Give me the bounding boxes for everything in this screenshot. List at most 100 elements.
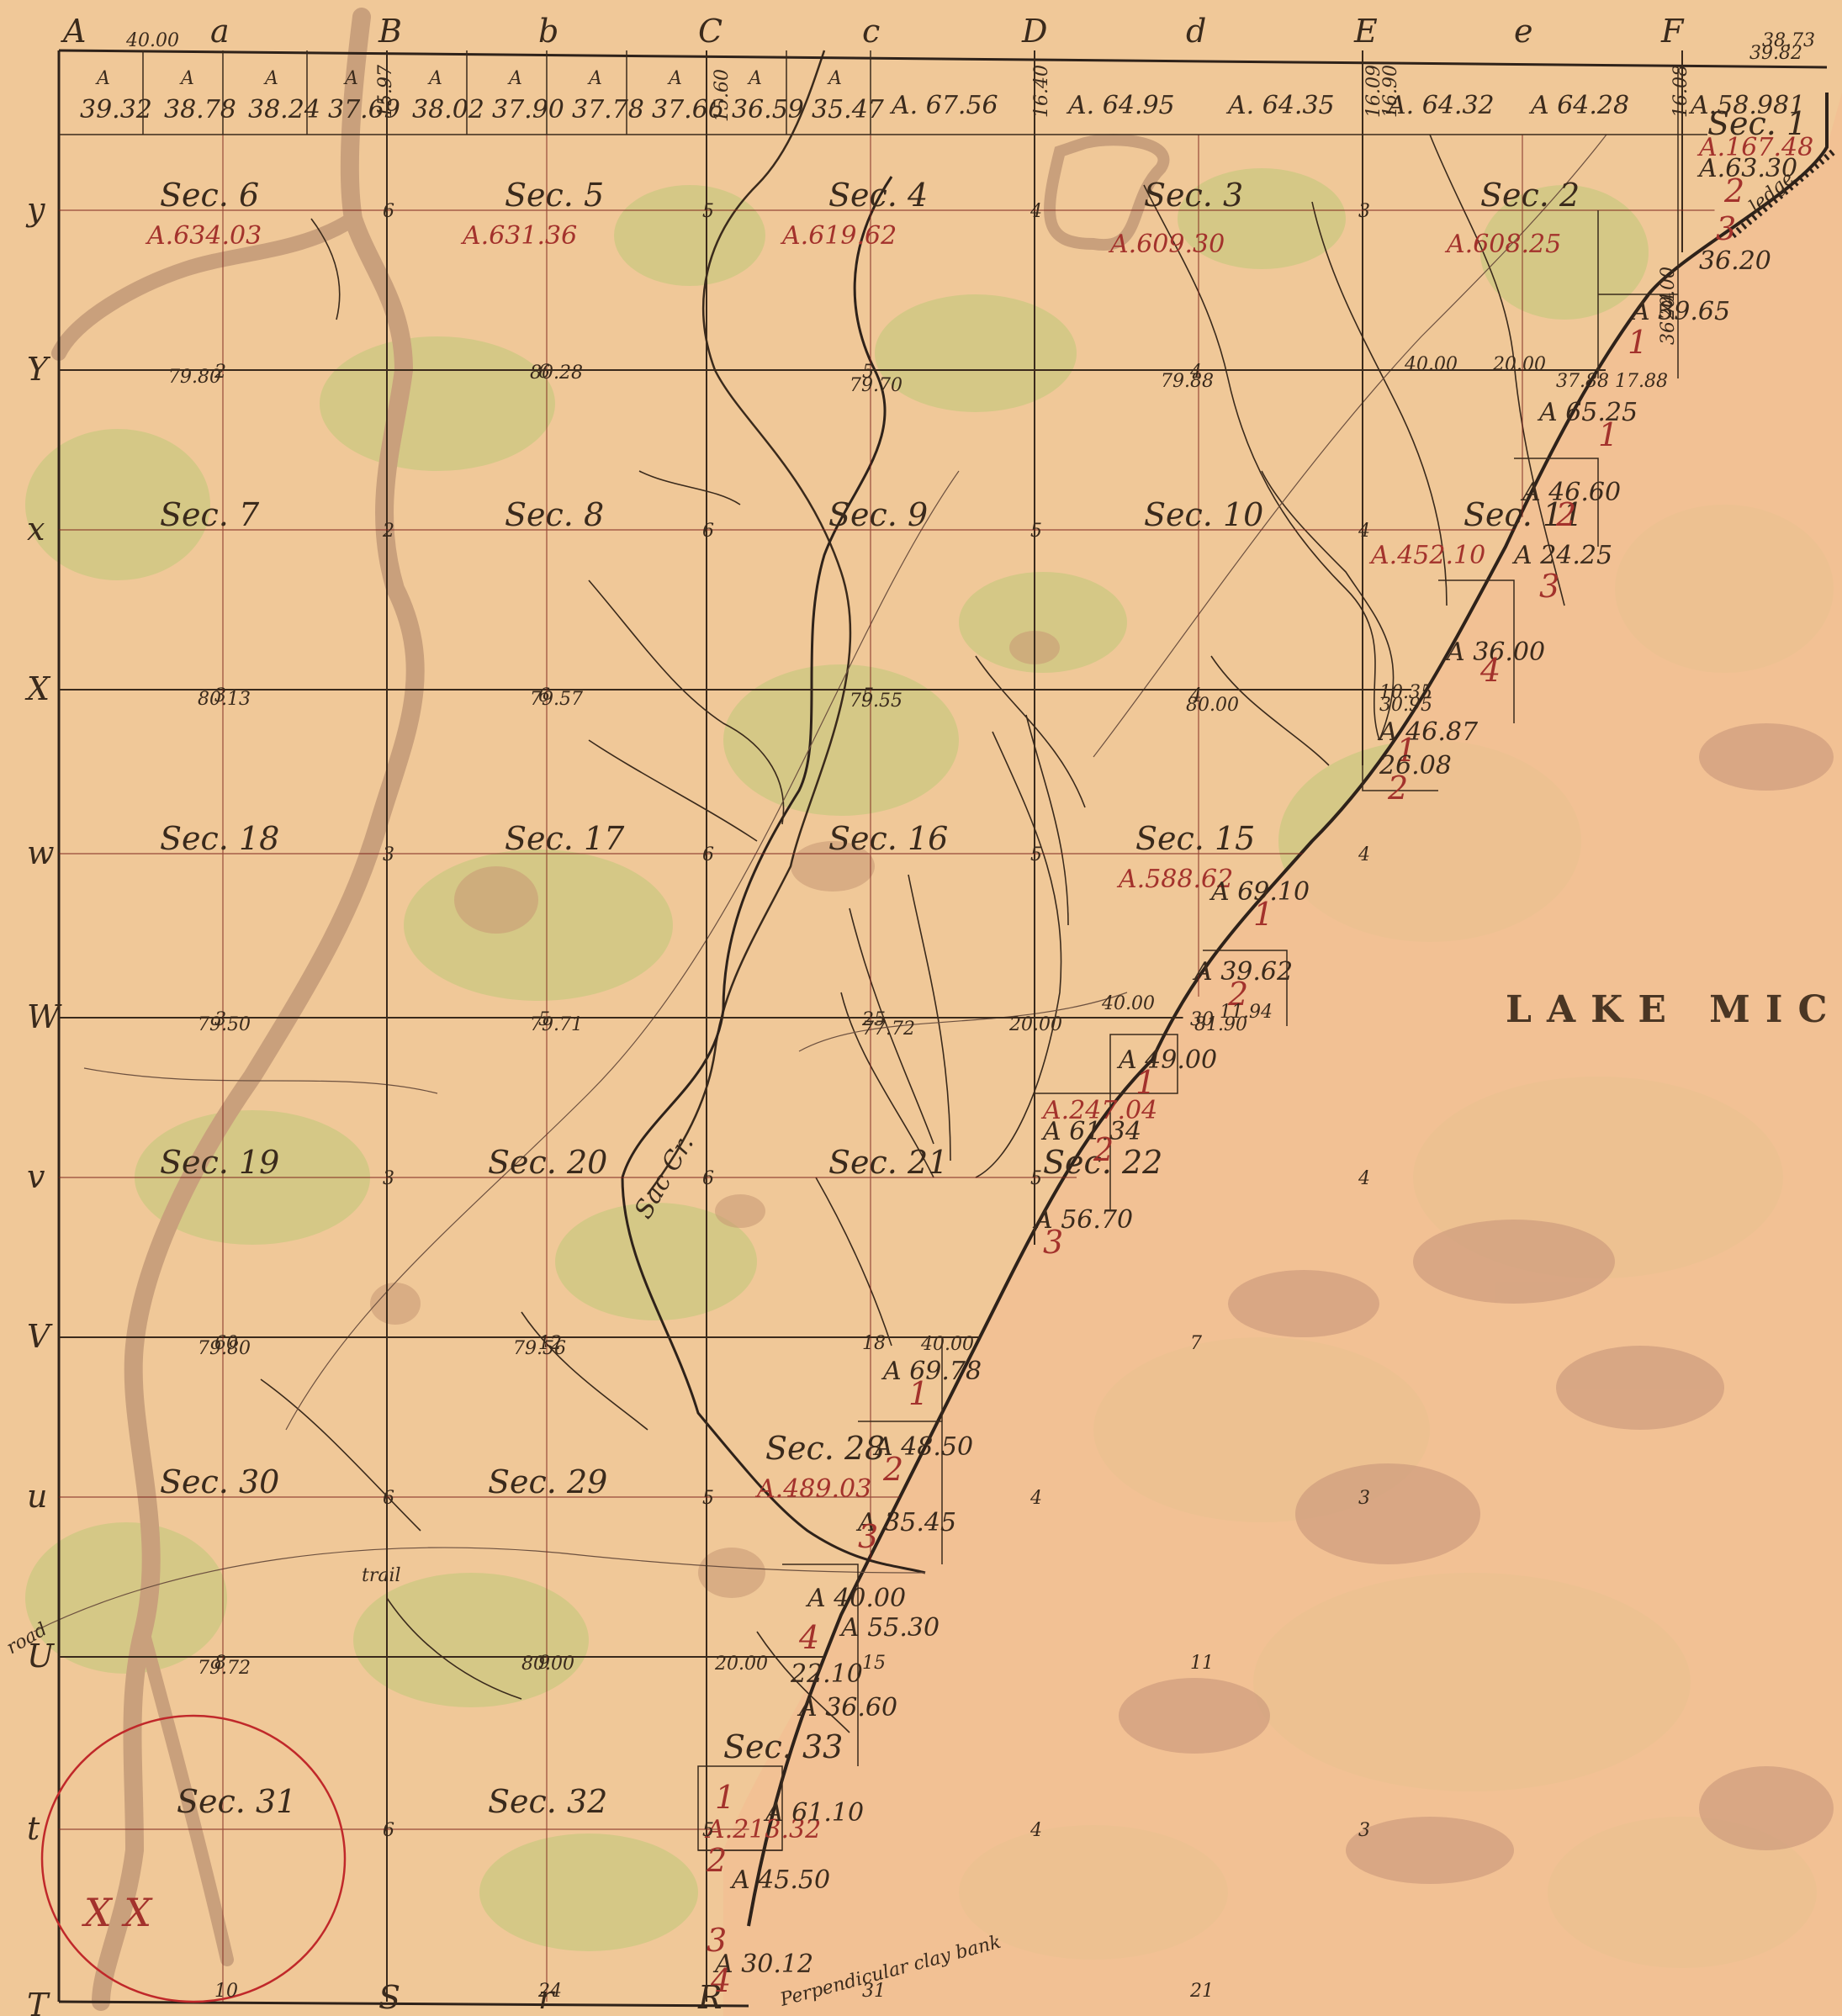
corner-number: 5 <box>862 685 874 706</box>
top-lot-label: A <box>95 68 110 89</box>
chain-measurement: 16.40 <box>1031 65 1052 118</box>
corner-number: 3 <box>214 1009 226 1030</box>
lot-label: A 69.10 <box>1209 877 1310 907</box>
border-letter-left: v <box>27 1158 45 1195</box>
corner-number: 6 <box>702 1168 714 1189</box>
chain-measurement: 17.88 <box>1615 371 1668 392</box>
lot-label: A 39.62 <box>1192 957 1293 987</box>
lot-label: A 48.50 <box>872 1432 973 1462</box>
top-lot-area: 35.47 <box>812 95 885 124</box>
border-letter-left: X <box>24 670 51 707</box>
lot-label: A 46.60 <box>1520 478 1621 507</box>
section-label: Sec. 8 <box>505 496 604 533</box>
chain-measurement: 79.72 <box>198 1658 251 1679</box>
lake-michigan <box>723 93 1842 2016</box>
section-label: Sec. 7 <box>160 496 260 533</box>
chain-measurement: 39.82 <box>1749 43 1802 64</box>
ledge-hatch <box>1730 148 1836 239</box>
lot-label: A 49.00 <box>1116 1045 1217 1075</box>
corner-number: 3 <box>383 844 394 865</box>
section-acreage: A.634.03 <box>145 221 262 251</box>
lot-label: 4 <box>710 1962 731 1999</box>
chain-measurement: 37.88 <box>1556 371 1609 392</box>
corner-number: 60 <box>214 1333 238 1354</box>
corner-number: 31 <box>862 1981 886 2002</box>
top-lot-area: 38.78 <box>164 95 236 124</box>
chain-measurement: 80.00 <box>521 1654 574 1675</box>
section-label: Sec. 29 <box>488 1463 607 1500</box>
top-lot-label: A <box>263 68 278 89</box>
border-letter-top: b <box>538 13 558 50</box>
border-letter-top: e <box>1514 13 1533 50</box>
lot-label: 1 <box>1253 896 1273 933</box>
border-letter-left: x <box>27 511 45 548</box>
section-acreage: A.619.62 <box>780 221 897 251</box>
section-label: Sec. 33 <box>723 1728 843 1765</box>
section-label: Sec. 1 <box>1707 105 1807 142</box>
section-label: Sec. 4 <box>828 177 928 214</box>
section-label: Sec. 22 <box>1043 1144 1162 1181</box>
top-lot-area: 38.24 <box>248 95 320 124</box>
chain-measurement: 81.90 <box>1194 1014 1247 1035</box>
lot-label: 2 <box>882 1451 903 1488</box>
chain-measurement: 40.00 <box>1101 993 1155 1014</box>
corner-number: 12 <box>538 1333 562 1354</box>
border-letter-bottom: r <box>538 1979 556 2016</box>
lot-label: 36.20 <box>1699 246 1771 276</box>
chain-measurement: 36.74 <box>1658 292 1679 345</box>
corner-number: 30 <box>1190 1009 1214 1030</box>
lot-label: 1 <box>1598 416 1618 453</box>
corner-number: 24 <box>537 1981 562 2002</box>
corner-number: 5 <box>1030 1168 1042 1189</box>
corner-number: 4 <box>1030 1820 1042 1841</box>
section-acreage: A.213.32 <box>704 1815 821 1844</box>
chain-measurement: 20.00 <box>1008 1014 1062 1035</box>
top-lot-area: 37.69 <box>328 95 400 124</box>
chain-measurement: 40.00 <box>1404 354 1458 375</box>
tributaries <box>260 134 1565 1733</box>
section-label: Sec. 10 <box>1144 496 1263 533</box>
corner-number: 6 <box>702 521 714 542</box>
section-label: Sec. 18 <box>160 820 279 857</box>
border-letter-left: T <box>27 1987 50 2016</box>
top-row-lot-lines <box>59 50 1707 135</box>
section-acreage: A.452.10 <box>1368 541 1485 570</box>
river-branch-west <box>51 211 361 361</box>
chain-measurement: 16.90 <box>1380 65 1401 118</box>
corner-number: 7 <box>1190 1333 1202 1354</box>
lot-label: 2 <box>1723 172 1744 209</box>
top-lot-label: A <box>747 68 762 89</box>
chain-measurement: 77.72 <box>862 1019 915 1040</box>
chain-measurement: 79.80 <box>198 1338 251 1359</box>
section-acreage: A.167.48 <box>1696 133 1813 162</box>
lot-label: A 24.25 <box>1511 541 1612 570</box>
section-acreage: A.247.04 <box>1040 1096 1157 1125</box>
lot-label: 1 <box>1396 732 1416 769</box>
lot-label: 1 <box>715 1779 735 1816</box>
corner-number: 4 <box>1030 1488 1042 1509</box>
top-row-acreage: A. 64.35 <box>1225 91 1335 120</box>
sac-creek <box>621 176 926 1574</box>
section-label: Sec. 5 <box>505 177 604 214</box>
lake-blotches <box>1119 723 1834 1884</box>
chain-measurement: 16.08 <box>1670 65 1691 118</box>
chain-measurement: 80.28 <box>530 362 583 384</box>
corner-number: 3 <box>383 1168 394 1189</box>
shoreline <box>747 93 1829 1927</box>
lot-label: A 40.00 <box>805 1584 906 1613</box>
section-acreage: A.631.36 <box>460 221 577 251</box>
section-label: Sec. 31 <box>177 1783 296 1820</box>
lot-label: A 56.70 <box>1032 1205 1133 1235</box>
lot-label: 2 <box>1555 496 1576 533</box>
corner-number: 5 <box>702 1488 714 1509</box>
section-label: Sec. 30 <box>160 1463 279 1500</box>
top-row-acreage: A.58.981 <box>1688 91 1805 120</box>
river <box>92 8 425 2011</box>
corner-number: 6 <box>702 844 714 865</box>
chain-measurement: 80.13 <box>198 689 251 710</box>
border-letter-left: u <box>27 1478 47 1515</box>
border-letter-left: V <box>27 1318 53 1355</box>
chain-measurement: 30.95 <box>1379 695 1432 716</box>
chain-measurement: 20.00 <box>714 1654 768 1675</box>
